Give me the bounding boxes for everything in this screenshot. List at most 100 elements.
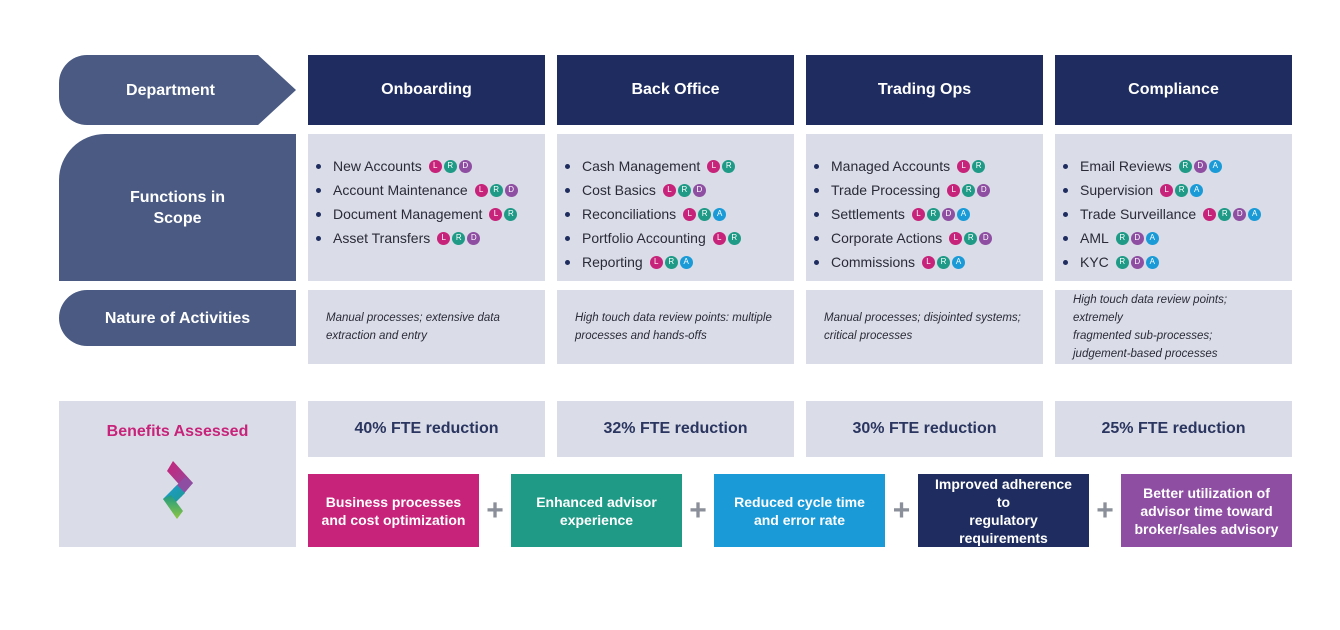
fte-reduction-value: 32% FTE reduction — [603, 420, 748, 437]
tag-badge-icon: A — [952, 255, 966, 269]
bullet-icon — [1063, 259, 1068, 265]
bullet-icon — [1063, 235, 1068, 241]
tag-badge-icon: D — [1193, 159, 1207, 173]
tag-badge-icon: R — [504, 207, 518, 221]
bullet-icon — [316, 187, 321, 193]
nature-text-line: judgement-based processes — [1073, 348, 1218, 360]
department-row-label: Department — [59, 55, 296, 125]
function-label: Trade Surveillance — [1080, 206, 1197, 222]
benefit-text-line: Enhanced advisor — [536, 493, 657, 510]
department-name: Compliance — [1128, 81, 1219, 98]
tag-badge-icon: R — [727, 231, 741, 245]
bullet-icon — [814, 235, 819, 241]
nature-of-activities-box: High touch data review points; extremely… — [1055, 290, 1292, 364]
bullet-icon — [814, 259, 819, 265]
tag-badge-icon: D — [941, 207, 955, 221]
benefit-text-line: Improved adherence to — [935, 475, 1072, 510]
function-label: Trade Processing — [831, 182, 941, 198]
bullet-icon — [316, 235, 321, 241]
bullet-icon — [565, 163, 570, 169]
bullet-icon — [814, 163, 819, 169]
tag-badge-icon: R — [489, 183, 503, 197]
tag-badge-icon: R — [1178, 159, 1192, 173]
bullet-icon — [1063, 163, 1068, 169]
tag-badge-icon: L — [1203, 207, 1217, 221]
fte-reduction-box: 32% FTE reduction — [557, 401, 794, 457]
fte-reduction-value: 40% FTE reduction — [354, 420, 499, 437]
function-label: Corporate Actions — [831, 230, 943, 246]
tag-badge-icon: R — [1115, 231, 1129, 245]
bullet-icon — [1063, 211, 1068, 217]
department-header-onboarding: Onboarding — [308, 55, 545, 125]
tag-badge-icon: D — [1130, 255, 1144, 269]
tag-badge-icon: R — [677, 183, 691, 197]
department-header-compliance: Compliance — [1055, 55, 1292, 125]
function-label: Account Maintenance — [333, 182, 468, 198]
department-name: Onboarding — [381, 81, 472, 98]
tag-badge-icon: R — [722, 159, 736, 173]
function-label: AML — [1080, 230, 1109, 246]
tag-badge-icon: D — [1130, 231, 1144, 245]
benefit-text-line: and error rate — [753, 511, 846, 528]
tag-badge-icon: D — [1233, 207, 1247, 221]
tag-badge-icon: R — [1218, 207, 1232, 221]
tag-badge-icon: D — [504, 183, 518, 197]
plus-icon: + — [486, 493, 504, 527]
nature-text-line: processes and hands-offs — [575, 330, 707, 342]
tag-badge-icon: A — [1190, 183, 1204, 197]
function-label: Commissions — [831, 254, 916, 270]
nature-text-line: critical processes — [824, 330, 913, 342]
plus-icon: + — [1096, 493, 1114, 527]
function-label: Document Management — [333, 206, 483, 222]
fte-reduction-box: 25% FTE reduction — [1055, 401, 1292, 457]
tag-badge-icon: L — [712, 231, 726, 245]
bullet-icon — [316, 163, 321, 169]
fte-reduction-box: 40% FTE reduction — [308, 401, 545, 457]
function-label: Asset Transfers — [333, 230, 431, 246]
functions-label-line2: Scope — [153, 209, 202, 227]
tag-badge-icon: L — [649, 255, 663, 269]
tag-badge-icon: L — [474, 183, 488, 197]
tag-badge-icon: A — [713, 207, 727, 221]
function-label: Cost Basics — [582, 182, 656, 198]
tag-badge-icon: R — [964, 231, 978, 245]
tag-badge-icon: D — [467, 231, 481, 245]
tag-badge-icon: A — [1248, 207, 1262, 221]
tag-badge-icon: A — [956, 207, 970, 221]
benefit-text-line: Reduced cycle time — [734, 493, 865, 510]
tag-badge-icon: D — [977, 183, 991, 197]
function-label: New Accounts — [333, 158, 422, 174]
tag-badge-icon: L — [683, 207, 697, 221]
function-label: Reporting — [582, 254, 643, 270]
nature-text-line: High touch data review points: multiple — [575, 312, 772, 324]
benefit-text-line: broker/sales advisory — [1134, 520, 1279, 537]
